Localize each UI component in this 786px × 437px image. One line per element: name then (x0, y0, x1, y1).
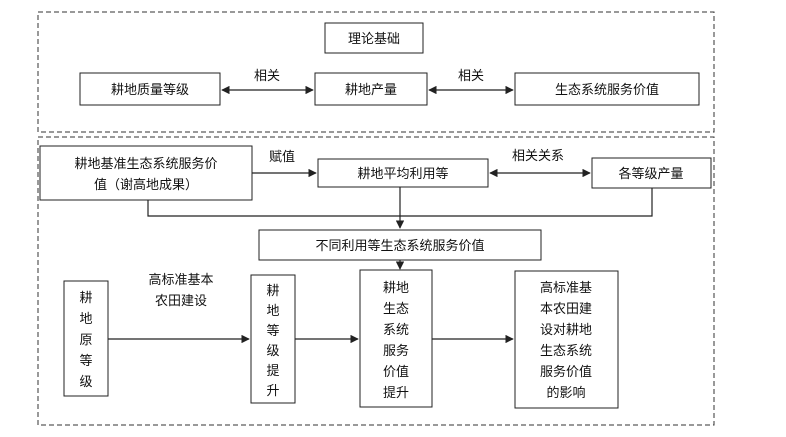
grade-upgrade-char: 提 (266, 363, 279, 379)
yield-label: 耕地产量 (345, 82, 397, 98)
theory-label: 理论基础 (348, 32, 400, 47)
relation-between-label: 相关关系 (512, 149, 564, 164)
grade-yield-label: 各等级产量 (618, 166, 683, 182)
baseline-value-box: 耕地基准生态系统服务价 值（谢高地成果） (39, 145, 253, 201)
original-grade-char: 原 (79, 333, 92, 348)
quality-grade-box: 耕地质量等级 (79, 72, 221, 106)
eco-value-up-line: 耕地 (383, 280, 409, 296)
diff-value-box: 不同利用等生态系统服务价值 (258, 229, 542, 261)
top-section-frame (37, 11, 715, 133)
impact-line: 的影响 (546, 385, 585, 401)
impact-line: 设对耕地 (540, 322, 592, 338)
original-grade-char: 级 (79, 375, 92, 390)
original-grade-char: 地 (79, 312, 92, 327)
impact-box: 高标准基 本农田建 设对耕地 生态系统 服务价值 的影响 (514, 270, 619, 409)
grade-yield-box: 各等级产量 (591, 157, 712, 189)
avg-grade-box: 耕地平均利用等 (317, 158, 489, 188)
baseline-value-line2: 值（谢高地成果） (94, 177, 198, 193)
eco-value-up-line: 服务 (383, 343, 409, 359)
grade-upgrade-char: 地 (266, 304, 279, 319)
grade-upgrade-char: 耕 (266, 283, 279, 299)
impact-line: 服务价值 (540, 364, 592, 380)
eco-value-up-line: 生态 (383, 302, 409, 317)
high-standard-label-line1: 高标准基本 (148, 272, 213, 288)
theory-box: 理论基础 (324, 22, 424, 54)
impact-line: 生态系统 (540, 344, 592, 359)
eco-value-up-box: 耕地 生态 系统 服务 价值 提升 (359, 269, 433, 408)
original-grade-char: 耕 (79, 290, 92, 306)
high-standard-label-line2: 农田建设 (155, 294, 207, 309)
eco-value-up-line: 提升 (383, 385, 409, 401)
relation-label-right: 相关 (458, 69, 484, 84)
relation-label-left: 相关 (254, 69, 280, 84)
grade-upgrade-char: 等 (266, 323, 279, 339)
impact-line: 高标准基 (540, 280, 592, 296)
yield-box: 耕地产量 (314, 72, 428, 106)
baseline-value-line1: 耕地基准生态系统服务价 (74, 156, 217, 172)
eco-value-up-line: 价值 (383, 364, 409, 380)
quality-grade-label: 耕地质量等级 (111, 82, 189, 98)
original-grade-box: 耕 地 原 等 级 (63, 280, 109, 397)
grade-upgrade-box: 耕 地 等 级 提 升 (250, 274, 296, 404)
diff-value-label: 不同利用等生态系统服务价值 (315, 238, 484, 254)
ecosystem-value-box: 生态系统服务价值 (514, 72, 700, 106)
assign-label: 赋值 (269, 149, 295, 165)
impact-line: 本农田建 (540, 302, 592, 317)
grade-upgrade-char: 升 (266, 384, 279, 399)
eco-value-up-line: 系统 (383, 323, 409, 338)
bottom-section-frame (37, 136, 715, 426)
original-grade-char: 等 (79, 353, 92, 369)
avg-grade-label: 耕地平均利用等 (357, 166, 448, 182)
ecosystem-value-label: 生态系统服务价值 (555, 82, 659, 98)
grade-upgrade-char: 级 (266, 344, 279, 359)
